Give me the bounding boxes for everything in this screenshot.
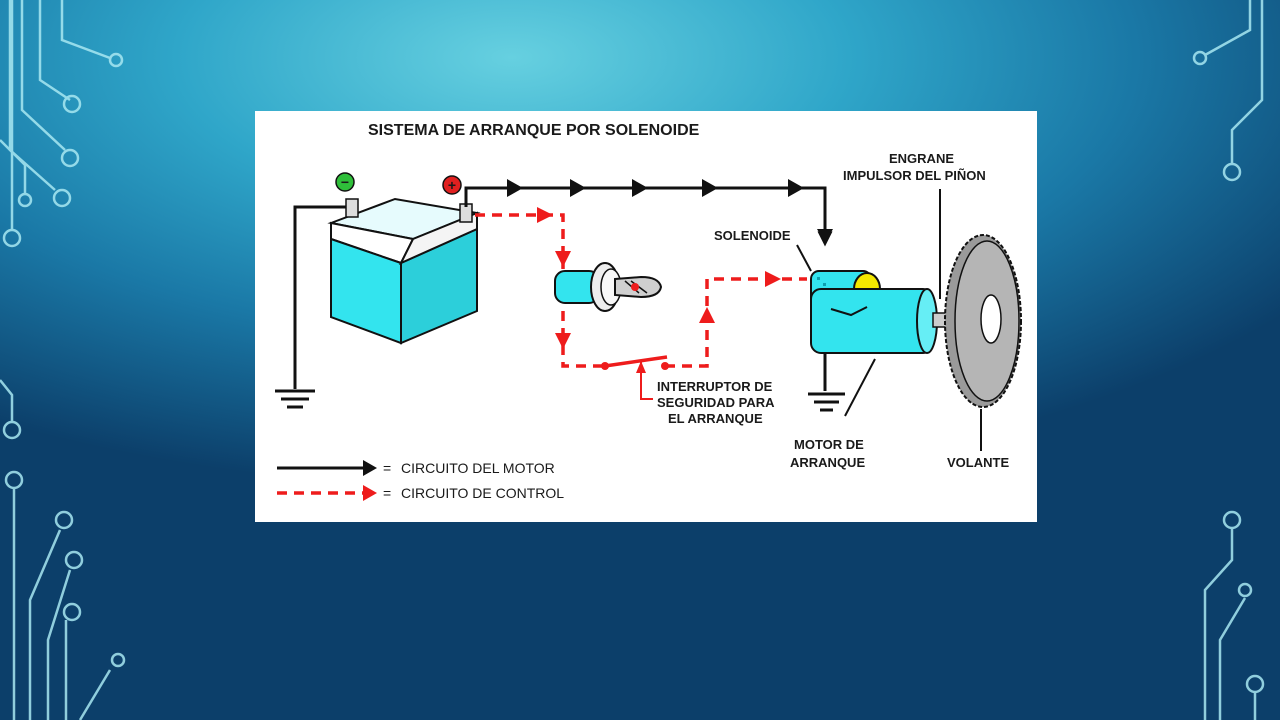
positive-sign: + <box>448 177 456 193</box>
legend: = CIRCUITO DEL MOTOR = CIRCUITO DE CONTR… <box>277 460 564 501</box>
negative-terminal-icon <box>335 172 355 192</box>
legend-symbol-control: = <box>383 485 391 501</box>
ground-symbol-left <box>275 389 315 409</box>
battery-ground-wire <box>293 205 352 389</box>
motor-circuit-arrows <box>507 179 833 243</box>
label-volante: VOLANTE <box>947 455 1009 470</box>
safety-switch <box>601 355 669 400</box>
ground-symbol-right <box>808 392 845 412</box>
diagram-title: SISTEMA DE ARRANQUE POR SOLENOIDE <box>368 122 700 139</box>
legend-label-control: CIRCUITO DE CONTROL <box>401 485 564 501</box>
leader-lines <box>796 189 982 451</box>
label-motor-2: ARRANQUE <box>790 455 865 470</box>
starter-system-diagram: SISTEMA DE ARRANQUE POR SOLENOIDE − + <box>275 122 1022 501</box>
control-circuit-arrows <box>537 207 781 349</box>
label-engrane-1: ENGRANE <box>889 151 954 166</box>
label-interruptor-2: SEGURIDAD PARA <box>657 395 775 410</box>
ignition-key-switch <box>554 262 663 312</box>
label-interruptor-1: INTERRUPTOR DE <box>657 379 773 394</box>
negative-sign: − <box>341 174 349 190</box>
label-engrane-2: IMPULSOR DEL PIÑON <box>843 168 986 183</box>
label-interruptor-3: EL ARRANQUE <box>668 411 763 426</box>
flywheel <box>944 234 1022 408</box>
diagram-panel: SISTEMA DE ARRANQUE POR SOLENOIDE − + <box>255 111 1037 522</box>
label-motor-1: MOTOR DE <box>794 437 864 452</box>
starter-motor <box>810 288 948 354</box>
label-solenoide: SOLENOIDE <box>714 228 791 243</box>
battery <box>327 197 481 345</box>
legend-symbol-motor: = <box>383 460 391 476</box>
legend-label-motor: CIRCUITO DEL MOTOR <box>401 460 555 476</box>
positive-terminal-icon <box>442 175 462 195</box>
